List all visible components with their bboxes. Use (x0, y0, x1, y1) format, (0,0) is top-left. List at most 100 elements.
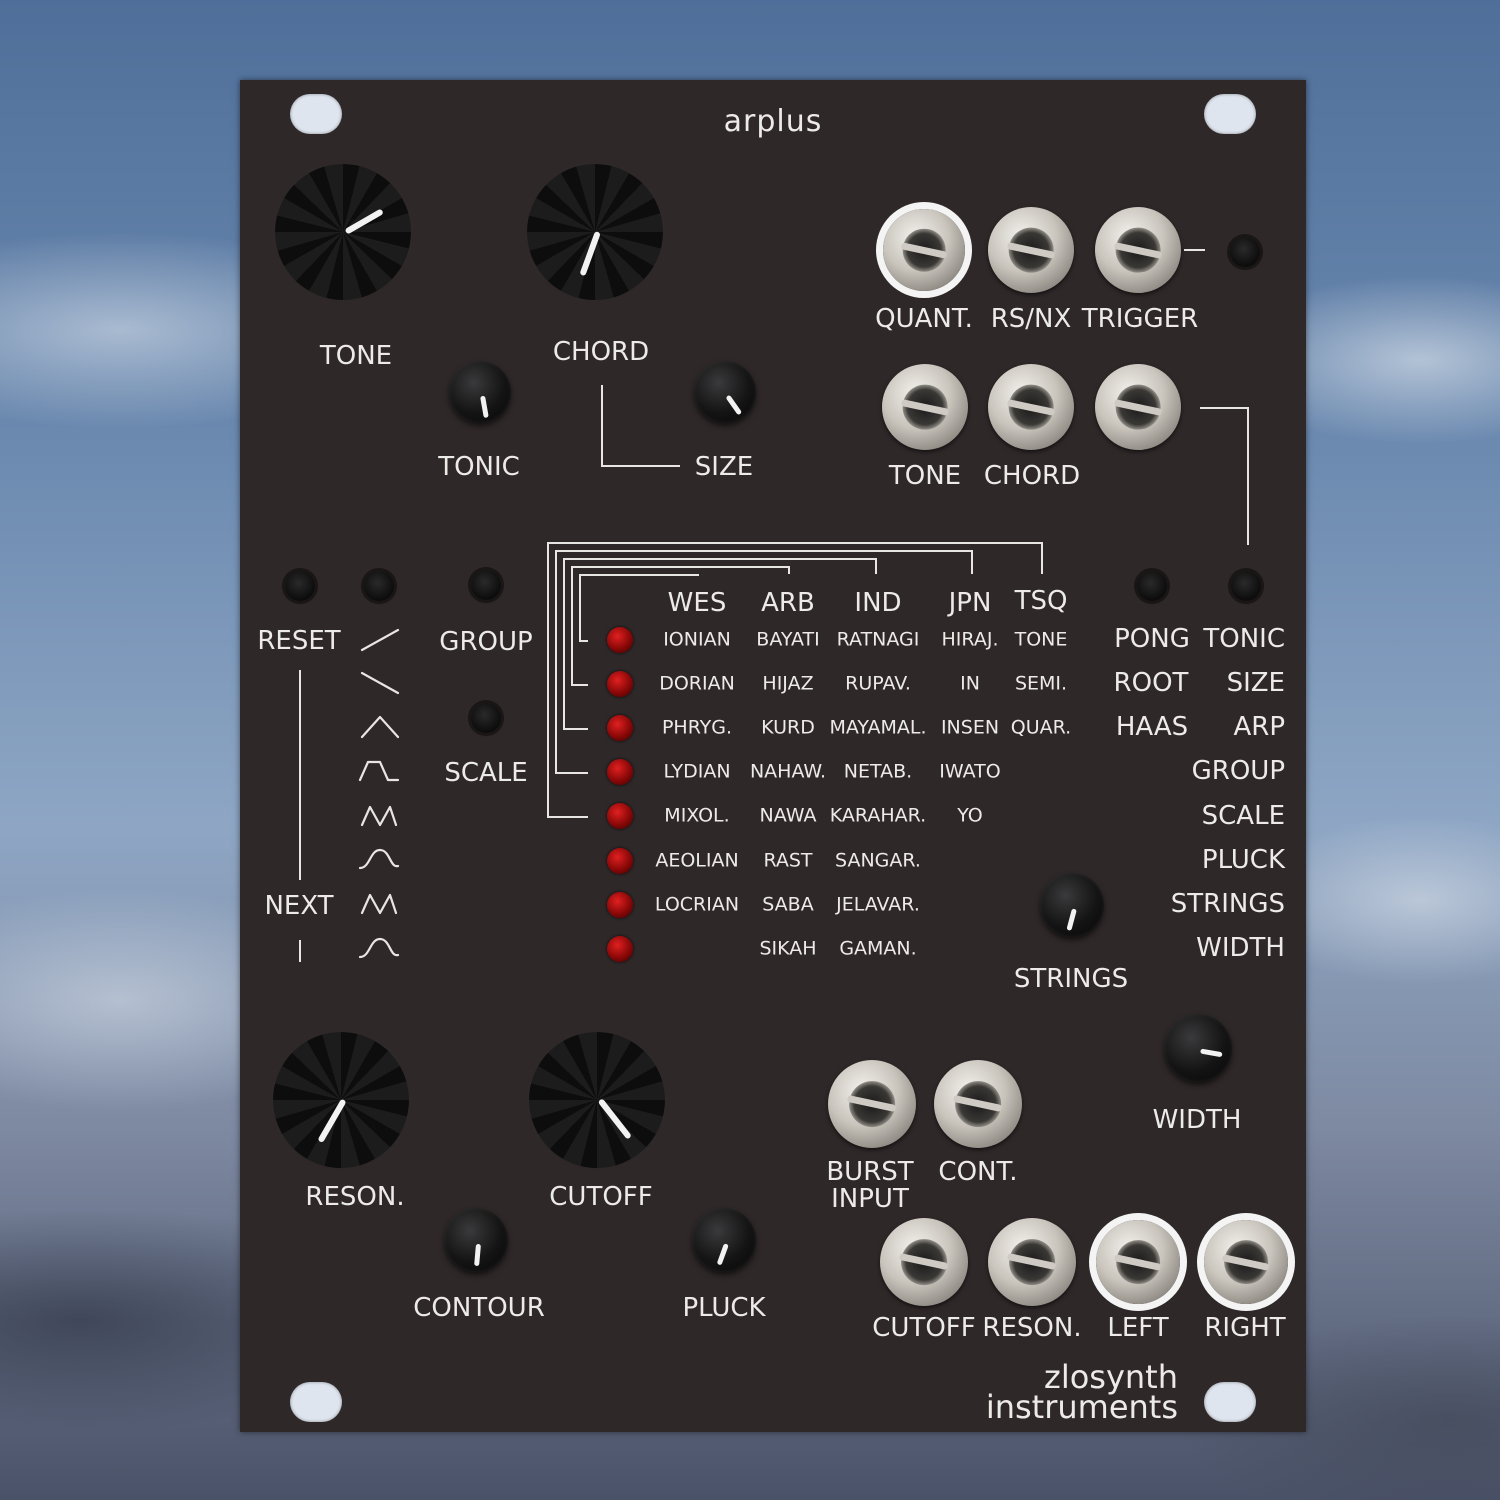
width-knob[interactable] (1164, 1014, 1232, 1082)
group-button[interactable] (471, 570, 501, 600)
tonic-knob[interactable] (449, 361, 511, 423)
menu-pluck: PLUCK (1201, 845, 1285, 875)
left-out-label: LEFT (1107, 1313, 1169, 1343)
scale-led (607, 627, 633, 653)
scale-cell: SANGAR. (835, 849, 921, 872)
burst-input-label-2: INPUT (831, 1184, 909, 1214)
right-out-jack[interactable] (1204, 1220, 1288, 1304)
scale-cell: BAYATI (756, 628, 820, 651)
quant-jack[interactable] (883, 209, 965, 291)
scale-cell: SEMI. (1014, 672, 1068, 695)
scale-cell: SIKAH (759, 937, 817, 960)
tone-cv-jack[interactable] (882, 364, 968, 450)
chord-cv-label: CHORD (983, 461, 1081, 491)
scale-cell: AEOLIAN (655, 849, 739, 872)
module-title: arplus (723, 104, 823, 139)
header-tsq: TSQ (1014, 586, 1068, 616)
scale-cell: LYDIAN (663, 760, 731, 783)
size-knob[interactable] (694, 361, 756, 423)
mounting-hole (290, 1382, 342, 1422)
cont-label: CONT. (938, 1157, 1018, 1187)
scale-led (607, 848, 633, 874)
rsnx-jack[interactable] (988, 207, 1074, 293)
tonic-cv-jack[interactable] (1095, 364, 1181, 450)
contour-label: CONTOUR (413, 1293, 545, 1323)
pong-button[interactable] (1137, 571, 1167, 601)
pluck-label: PLUCK (682, 1293, 766, 1323)
scale-cell: JELAVAR. (836, 893, 920, 916)
chord-label: CHORD (552, 337, 650, 367)
scale-cell: KARAHAR. (829, 804, 927, 827)
brand-line-1: zlosynth (1044, 1358, 1178, 1396)
left-out-jack[interactable] (1096, 1220, 1180, 1304)
scale-cell: YO (957, 804, 983, 827)
scale-cell: MIXOL. (664, 804, 730, 827)
size-label: SIZE (694, 452, 754, 482)
menu-group: GROUP (1191, 756, 1285, 786)
header-arb: ARB (761, 588, 815, 618)
tone-label: TONE (319, 341, 393, 371)
scale-cell: RATNAGI (836, 628, 920, 651)
cutoff-label: CUTOFF (549, 1182, 653, 1212)
scale-led (607, 671, 633, 697)
header-wes: WES (667, 588, 727, 618)
cutoff-knob[interactable] (529, 1032, 665, 1168)
scale-button[interactable] (471, 703, 501, 733)
pluck-knob[interactable] (692, 1208, 756, 1272)
scale-cell: KURD (761, 716, 815, 739)
reson-knob[interactable] (273, 1032, 409, 1168)
scale-cell: IN (960, 672, 980, 695)
reset-button[interactable] (285, 571, 315, 601)
rsnx-label: RS/NX (990, 304, 1072, 334)
strings-knob[interactable] (1040, 873, 1104, 937)
scale-cell: QUAR. (1010, 716, 1072, 739)
scale-led (607, 803, 633, 829)
trigger-led (1230, 237, 1260, 267)
right-out-label: RIGHT (1204, 1313, 1286, 1343)
tonic-mode-button[interactable] (1231, 571, 1261, 601)
panel-lines (299, 249, 1249, 962)
tone-knob[interactable] (275, 164, 411, 300)
burst-input-jack[interactable] (828, 1060, 916, 1148)
scale-cell: PHRYG. (661, 716, 733, 739)
quant-label: QUANT. (875, 304, 973, 334)
scale-cell: TONE (1014, 628, 1068, 651)
chord-knob[interactable] (527, 164, 663, 300)
menu-arp: ARP (1233, 712, 1285, 742)
scale-led (607, 892, 633, 918)
scale-cell: NETAB. (843, 760, 913, 783)
tone-cv-label: TONE (888, 461, 962, 491)
module-panel: arplus TONE CHORD TONIC SIZE QUANT. RS/N… (240, 80, 1306, 1432)
scale-cell: NAWA (759, 804, 817, 827)
menu-pong: PONG (1114, 624, 1190, 654)
cutoff-cv-jack[interactable] (880, 1218, 968, 1306)
mounting-hole (290, 94, 342, 134)
contour-knob[interactable] (444, 1208, 508, 1272)
scale-led (607, 759, 633, 785)
menu-haas: HAAS (1115, 712, 1189, 742)
chord-cv-jack[interactable] (988, 364, 1074, 450)
scale-cell: IONIAN (663, 628, 731, 651)
menu-scale: SCALE (1201, 801, 1285, 831)
header-jpn: JPN (948, 588, 992, 618)
next-label: NEXT (264, 891, 334, 921)
width-label: WIDTH (1152, 1105, 1242, 1135)
burst-input-label-1: BURST (826, 1157, 914, 1187)
menu-root: ROOT (1113, 668, 1189, 698)
reson-cv-jack[interactable] (988, 1218, 1076, 1306)
reson-cv-label: RESON. (982, 1313, 1082, 1343)
waveform-led (364, 571, 394, 601)
mounting-hole (1204, 94, 1256, 134)
scale-cell: HIRAJ. (941, 628, 999, 651)
menu-strings: STRINGS (1170, 889, 1285, 919)
scale-cell: IWATO (939, 760, 1001, 783)
scale-cell: DORIAN (659, 672, 735, 695)
scale-led (607, 936, 633, 962)
trigger-jack[interactable] (1095, 207, 1181, 293)
scale-cell: HIJAZ (762, 672, 814, 695)
scale-cell: RAST (763, 849, 813, 872)
cont-jack[interactable] (934, 1060, 1022, 1148)
scale-cell: INSEN (940, 716, 1000, 739)
menu-width: WIDTH (1196, 933, 1285, 963)
menu-size: SIZE (1226, 668, 1285, 698)
